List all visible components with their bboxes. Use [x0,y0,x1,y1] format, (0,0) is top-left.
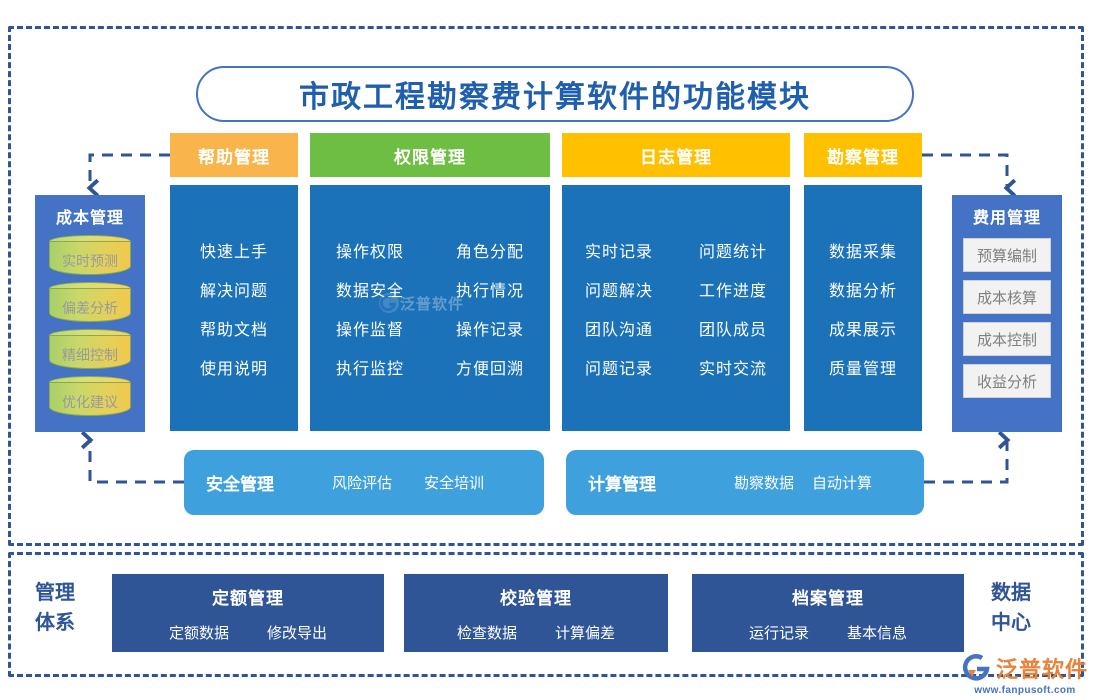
bottom-box-item[interactable]: 检查数据 [456,624,517,642]
bottom-box-items: 定额数据 修改导出 [169,622,327,643]
bottom-box-item[interactable]: 定额数据 [168,624,229,642]
module-item[interactable]: 执行监控 [335,360,404,378]
bottom-box-items: 检查数据 计算偏差 [457,622,615,643]
management-system-label-line1: 管理 [35,582,75,604]
module-permission-management[interactable]: 权限管理 操作权限 角色分配 数据安全 执行情况 操作监督 操作记录 执行监控 … [310,133,550,431]
module-item[interactable]: 问题统计 [698,243,767,261]
cylinder-body-icon [49,335,131,369]
cylinder-item[interactable]: 实时预测 [49,235,131,279]
bottom-box-archive-management[interactable]: 档案管理 运行记录 基本信息 [692,574,964,652]
cylinder-body-icon [49,382,131,416]
data-center-label: 数据 中心 [978,578,1044,638]
bottom-box-verification-management[interactable]: 校验管理 检查数据 计算偏差 [404,574,668,652]
module-log-management[interactable]: 日志管理 实时记录 问题统计 问题解决 工作进度 团队沟通 团队成员 问题记录 … [562,133,790,431]
bottom-box-title: 校验管理 [500,588,572,608]
module-item[interactable]: 实时记录 [584,243,653,261]
fee-item[interactable]: 成本核算 [963,280,1051,314]
brand-name: 泛普软件 [996,657,1089,682]
pill-item[interactable]: 自动计算 [812,475,873,492]
brand-logo: 泛普软件 www.fanpusoft.com [962,652,1088,696]
cylinder-body-icon [49,288,131,322]
brand-logo-row: 泛普软件 [962,652,1088,684]
fee-item[interactable]: 成本控制 [963,322,1051,356]
bottom-box-item[interactable]: 修改导出 [267,624,328,642]
bottom-box-item[interactable]: 基本信息 [847,624,908,642]
module-item[interactable]: 工作进度 [698,282,767,300]
fee-management-column[interactable]: 费用管理 预算编制 成本核算 成本控制 收益分析 [952,195,1062,432]
data-center-label-line2: 中心 [991,612,1031,634]
module-body: 快速上手 解决问题 帮助文档 使用说明 [170,185,298,431]
module-item[interactable]: 方便回溯 [455,360,524,378]
pill-item[interactable]: 勘察数据 [734,475,795,492]
module-header: 日志管理 [562,133,790,177]
module-item[interactable]: 操作权限 [335,243,404,261]
module-item[interactable]: 快速上手 [199,243,268,261]
brand-url: www.fanpusoft.com [974,685,1076,696]
bottom-box-item[interactable]: 计算偏差 [555,624,616,642]
module-item[interactable]: 数据安全 [335,282,404,300]
module-item[interactable]: 操作记录 [455,321,524,339]
module-item[interactable]: 数据采集 [828,243,897,261]
brand-mark-icon [962,654,990,681]
module-help-management[interactable]: 帮助管理 快速上手 解决问题 帮助文档 使用说明 [170,133,298,431]
top-frame-border [8,26,1084,546]
module-body: 操作权限 角色分配 数据安全 执行情况 操作监督 操作记录 执行监控 方便回溯 [310,185,550,431]
pill-item[interactable]: 风险评估 [332,475,393,492]
module-body: 数据采集 数据分析 成果展示 质量管理 [804,185,922,431]
module-item[interactable]: 问题解决 [584,282,653,300]
page-title: 市政工程勘察费计算软件的功能模块 [196,66,914,122]
module-header: 权限管理 [310,133,550,177]
module-item[interactable]: 团队成员 [698,321,767,339]
cost-management-items: 实时预测 偏差分析 精细控制 优化建议 [49,235,131,420]
cylinder-item[interactable]: 精细控制 [49,329,131,373]
cylinder-label: 偏差分析 [62,300,118,316]
pill-safety-management[interactable]: 安全管理 风险评估 安全培训 [184,450,544,515]
module-item[interactable]: 解决问题 [199,282,268,300]
fee-item[interactable]: 收益分析 [963,364,1051,398]
bottom-box-quota-management[interactable]: 定额管理 定额数据 修改导出 [112,574,384,652]
module-survey-management[interactable]: 勘察管理 数据采集 数据分析 成果展示 质量管理 [804,133,922,431]
module-item[interactable]: 角色分配 [455,243,524,261]
module-item[interactable]: 使用说明 [199,360,268,378]
module-header: 帮助管理 [170,133,298,177]
management-system-label: 管理 体系 [22,578,88,638]
module-item[interactable]: 质量管理 [828,360,897,378]
pill-title: 安全管理 [206,475,274,494]
page-title-text: 市政工程勘察费计算软件的功能模块 [299,81,811,114]
bottom-frame-border [8,552,1084,677]
bottom-box-item[interactable]: 运行记录 [748,624,809,642]
module-header: 勘察管理 [804,133,922,177]
data-center-label-line1: 数据 [991,582,1031,604]
cost-management-title: 成本管理 [55,210,124,227]
cylinder-label: 精细控制 [62,347,118,363]
module-body: 实时记录 问题统计 问题解决 工作进度 团队沟通 团队成员 问题记录 实时交流 [562,185,790,431]
fee-item[interactable]: 预算编制 [963,238,1051,272]
module-item[interactable]: 团队沟通 [584,321,653,339]
cost-management-column[interactable]: 成本管理 实时预测 偏差分析 精细控制 优化建议 [35,195,145,432]
module-item[interactable]: 问题记录 [584,360,653,378]
pill-title: 计算管理 [588,475,656,494]
cylinder-label: 优化建议 [62,394,118,410]
bottom-box-items: 运行记录 基本信息 [749,622,907,643]
module-item[interactable]: 成果展示 [828,321,897,339]
cylinder-label: 实时预测 [62,253,118,269]
cylinder-item[interactable]: 优化建议 [49,376,131,420]
fee-management-items: 预算编制 成本核算 成本控制 收益分析 [963,238,1051,398]
pill-item[interactable]: 安全培训 [424,475,485,492]
module-item[interactable]: 帮助文档 [199,321,268,339]
module-item[interactable]: 执行情况 [455,282,524,300]
bottom-box-title: 定额管理 [212,588,284,608]
cylinder-item[interactable]: 偏差分析 [49,282,131,326]
module-item[interactable]: 操作监督 [335,321,404,339]
cylinder-body-icon [49,241,131,275]
fee-management-title: 费用管理 [972,210,1041,227]
bottom-box-title: 档案管理 [792,588,864,608]
management-system-label-line2: 体系 [35,612,75,634]
module-item[interactable]: 数据分析 [828,282,897,300]
pill-calculation-management[interactable]: 计算管理 勘察数据 自动计算 [566,450,924,515]
module-item[interactable]: 实时交流 [698,360,767,378]
